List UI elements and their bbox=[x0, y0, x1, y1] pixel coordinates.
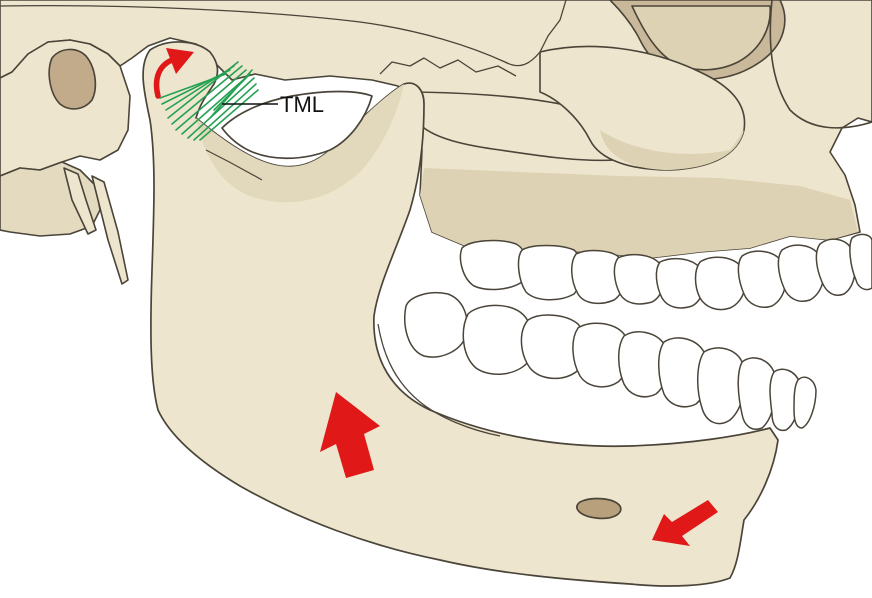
lower-tooth bbox=[794, 377, 816, 428]
temporal-region bbox=[0, 40, 130, 284]
styloid-process bbox=[92, 176, 128, 284]
lower-teeth bbox=[405, 293, 816, 431]
ear-canal bbox=[49, 49, 95, 109]
upper-tooth bbox=[461, 241, 527, 290]
skull bbox=[0, 0, 872, 258]
lower-tooth bbox=[405, 293, 467, 357]
mental-foramen bbox=[577, 499, 621, 519]
ligament-label: TML bbox=[280, 92, 324, 117]
